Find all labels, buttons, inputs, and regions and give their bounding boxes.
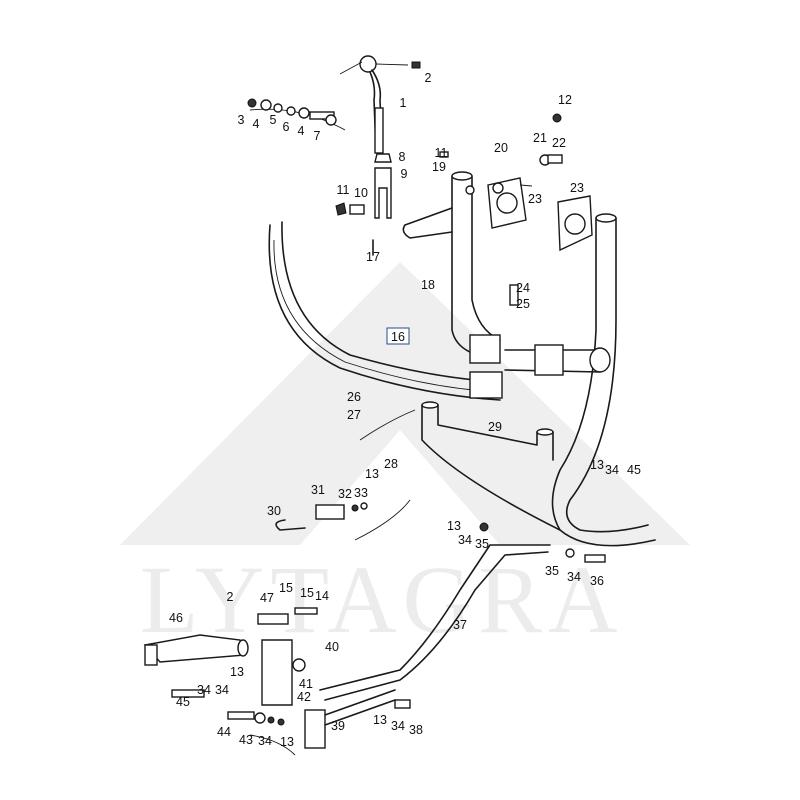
callout-44[interactable]: 44 — [217, 725, 231, 739]
callout-1[interactable]: 1 — [400, 96, 407, 110]
highlight-box — [386, 327, 410, 345]
callout-42[interactable]: 42 — [297, 690, 311, 704]
callout-10[interactable]: 10 — [354, 186, 368, 200]
callout-27[interactable]: 27 — [347, 408, 361, 422]
callout-24[interactable]: 24 — [516, 281, 530, 295]
callout-labels: 2 1 3 4 5 6 4 7 8 9 11 10 11 19 20 12 21… — [169, 71, 641, 749]
bump-stop — [275, 502, 368, 531]
callout-35[interactable]: 35 — [475, 537, 489, 551]
callout-37[interactable]: 37 — [453, 618, 467, 632]
callout-34[interactable]: 34 — [215, 683, 229, 697]
callout-13[interactable]: 13 — [365, 467, 379, 481]
callout-20[interactable]: 20 — [494, 141, 508, 155]
frame-tube-right — [504, 213, 656, 547]
callout-47[interactable]: 47 — [260, 591, 274, 605]
callout-7[interactable]: 7 — [314, 129, 321, 143]
callout-2[interactable]: 2 — [227, 590, 234, 604]
skid-bar — [268, 221, 564, 401]
callout-6[interactable]: 6 — [283, 120, 290, 134]
callout-26[interactable]: 26 — [347, 390, 361, 404]
callout-36[interactable]: 36 — [590, 574, 604, 588]
callout-34[interactable]: 34 — [458, 533, 472, 547]
callout-23[interactable]: 23 — [528, 192, 542, 206]
callout-34[interactable]: 34 — [258, 734, 272, 748]
callout-12[interactable]: 12 — [558, 93, 572, 107]
callout-35[interactable]: 35 — [545, 564, 559, 578]
pedal — [143, 607, 318, 756]
callout-18[interactable]: 18 — [421, 278, 435, 292]
pivot-hardware — [247, 98, 346, 131]
bearing-plate-left — [487, 177, 533, 229]
callout-13[interactable]: 13 — [230, 665, 244, 679]
callout-41[interactable]: 41 — [299, 677, 313, 691]
lift-rod — [335, 55, 421, 219]
callout-34[interactable]: 34 — [391, 719, 405, 733]
callout-29[interactable]: 29 — [488, 420, 502, 434]
callout-15[interactable]: 15 — [279, 581, 293, 595]
callout-21[interactable]: 21 — [533, 131, 547, 145]
callout-11[interactable]: 11 — [435, 146, 448, 160]
callout-13[interactable]: 13 — [590, 458, 604, 472]
watermark: LYTAGRA — [120, 262, 690, 653]
callout-2[interactable]: 2 — [425, 71, 432, 85]
callout-9[interactable]: 9 — [401, 167, 408, 181]
callout-22[interactable]: 22 — [552, 136, 566, 150]
callout-4[interactable]: 4 — [253, 117, 260, 131]
callout-13[interactable]: 13 — [447, 519, 461, 533]
callout-17[interactable]: 17 — [366, 250, 380, 264]
callout-4[interactable]: 4 — [298, 124, 305, 138]
bearing-plate-right — [539, 113, 593, 252]
callout-15[interactable]: 15 — [300, 586, 314, 600]
callout-30[interactable]: 30 — [267, 504, 281, 518]
callout-32[interactable]: 32 — [338, 487, 352, 501]
callout-8[interactable]: 8 — [399, 150, 406, 164]
callout-13[interactable]: 13 — [280, 735, 294, 749]
cross-frame — [354, 401, 561, 541]
callout-43[interactable]: 43 — [239, 733, 253, 747]
adjuster-bar — [304, 522, 606, 749]
callout-3[interactable]: 3 — [238, 113, 245, 127]
callout-31[interactable]: 31 — [311, 483, 325, 497]
callout-40[interactable]: 40 — [325, 640, 339, 654]
callout-34[interactable]: 34 — [605, 463, 619, 477]
callout-19[interactable]: 19 — [432, 160, 446, 174]
callout-16[interactable]: 16 — [391, 330, 405, 344]
callout-5[interactable]: 5 — [270, 113, 277, 127]
watermark-text: LYTAGRA — [140, 546, 623, 653]
callout-33[interactable]: 33 — [354, 486, 368, 500]
callout-34[interactable]: 34 — [197, 683, 211, 697]
callout-38[interactable]: 38 — [409, 723, 423, 737]
callout-45[interactable]: 45 — [627, 463, 641, 477]
callout-23[interactable]: 23 — [570, 181, 584, 195]
callout-14[interactable]: 14 — [315, 589, 329, 603]
callout-45[interactable]: 45 — [176, 695, 190, 709]
callout-39[interactable]: 39 — [331, 719, 345, 733]
callout-34[interactable]: 34 — [567, 570, 581, 584]
callout-28[interactable]: 28 — [384, 457, 398, 471]
callout-11[interactable]: 11 — [337, 183, 350, 197]
callout-46[interactable]: 46 — [169, 611, 183, 625]
callout-13[interactable]: 13 — [373, 713, 387, 727]
callout-25[interactable]: 25 — [516, 297, 530, 311]
